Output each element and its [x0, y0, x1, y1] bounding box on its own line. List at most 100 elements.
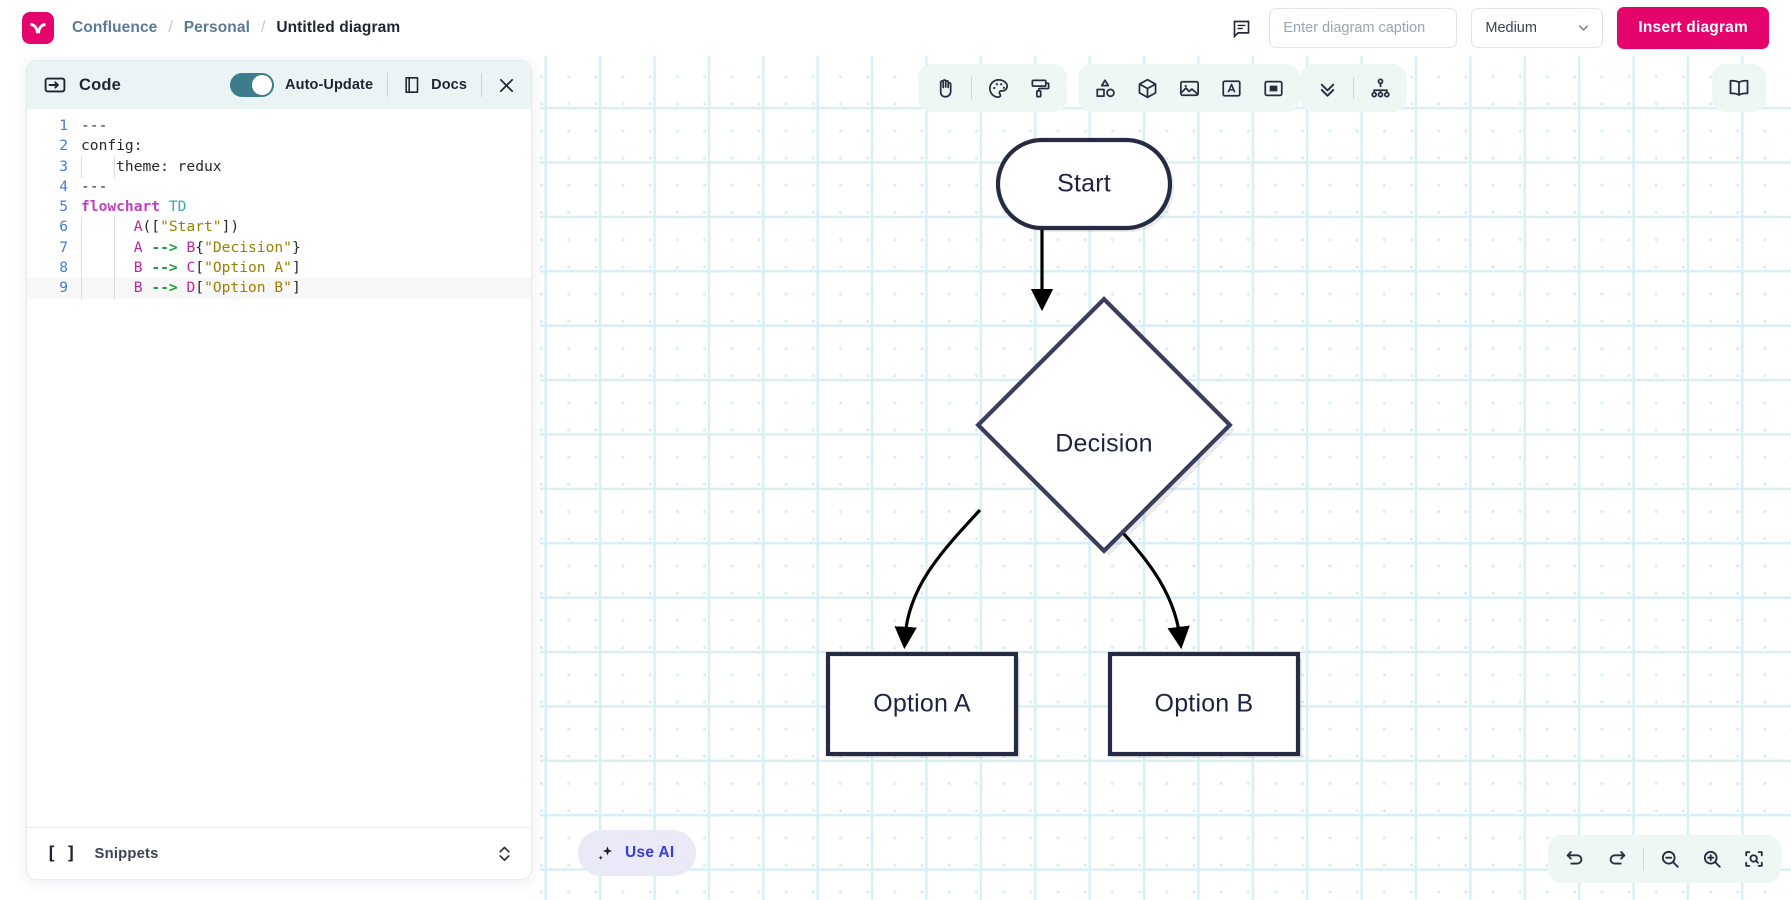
toolbar-divider — [1643, 848, 1644, 870]
zoom-in-icon[interactable] — [1691, 838, 1733, 880]
code-token: { — [195, 238, 205, 256]
breadcrumb-item-current: Untitled diagram — [276, 19, 401, 36]
line-number: 7 — [59, 238, 68, 256]
diagram-size-select[interactable]: Medium — [1471, 8, 1604, 48]
code-token: flowchart — [81, 198, 161, 216]
node-start[interactable] — [995, 137, 1173, 231]
divider — [387, 73, 389, 97]
node-option-b[interactable] — [1107, 651, 1301, 757]
code-token: A — [133, 238, 143, 256]
code-line-text: theme: redux — [81, 155, 531, 178]
code-token: --- — [81, 117, 108, 134]
code-token: TD — [168, 198, 187, 216]
indent-guide — [81, 236, 82, 260]
paint-roller-icon[interactable] — [1019, 67, 1061, 109]
hierarchy-icon[interactable] — [1359, 67, 1401, 109]
code-line-text: B --> C["Option A"] — [81, 257, 531, 280]
toolbar-divider — [1353, 77, 1354, 99]
docs-button[interactable]: Docs — [402, 75, 467, 95]
chevron-up-down-icon[interactable] — [496, 843, 513, 864]
code-token: [ — [195, 259, 205, 277]
image-icon[interactable] — [1168, 67, 1210, 109]
indent-guide — [114, 216, 115, 239]
fit-to-screen-icon[interactable] — [1733, 838, 1775, 880]
code-token — [81, 259, 134, 276]
code-line[interactable]: 4--- — [27, 177, 531, 197]
canvas-toolbar-group-layout — [1300, 64, 1407, 112]
toolbar-divider — [971, 77, 972, 99]
line-number: 8 — [59, 259, 68, 277]
text-box-icon[interactable] — [1210, 67, 1252, 109]
code-token: A — [133, 218, 143, 236]
line-number: 6 — [59, 218, 68, 236]
snippets-bar[interactable]: [ ] Snippets — [27, 827, 531, 879]
breadcrumb-item-personal[interactable]: Personal — [183, 19, 250, 36]
code-token — [143, 259, 152, 276]
code-token — [143, 239, 152, 256]
shapes-icon[interactable] — [1084, 67, 1126, 109]
breadcrumb: Confluence / Personal / Untitled diagram — [72, 19, 400, 37]
code-token: "Option B" — [204, 279, 292, 297]
code-token: theme: redux — [81, 157, 222, 175]
code-line-text: B --> D["Option B"] — [81, 277, 531, 300]
breadcrumb-separator: / — [168, 19, 173, 36]
palette-icon[interactable] — [977, 67, 1019, 109]
close-icon[interactable] — [496, 75, 517, 96]
zoom-out-icon[interactable] — [1649, 838, 1691, 880]
undo-icon[interactable] — [1554, 838, 1596, 880]
auto-update-toggle[interactable] — [230, 73, 275, 97]
cube-icon[interactable] — [1126, 67, 1168, 109]
breadcrumb-separator: / — [261, 19, 266, 36]
use-ai-button[interactable]: Use AI — [578, 830, 697, 876]
code-token — [81, 239, 134, 256]
breadcrumb-item-confluence[interactable]: Confluence — [72, 19, 158, 36]
zoom-controls — [1548, 835, 1781, 883]
code-line[interactable]: 6 A(["Start"]) — [27, 216, 531, 239]
indent-guide — [114, 257, 115, 280]
top-bar: Confluence / Personal / Untitled diagram… — [0, 0, 1791, 56]
code-token — [143, 279, 152, 296]
hand-pan-icon[interactable] — [924, 67, 966, 109]
code-line[interactable]: 8 B --> C["Option A"] — [27, 257, 531, 280]
line-number: 9 — [59, 279, 68, 297]
chevron-double-down-icon[interactable] — [1306, 67, 1348, 109]
diagram-caption-input[interactable] — [1269, 8, 1458, 48]
edge-b-to-c — [894, 508, 982, 650]
code-token: ]) — [221, 218, 240, 236]
code-line-text: --- — [81, 116, 531, 136]
code-line[interactable]: 9 B --> D["Option B"] — [27, 277, 531, 300]
node-option-b-label: Option B — [1154, 689, 1254, 718]
insert-diagram-button[interactable]: Insert diagram — [1617, 7, 1769, 49]
node-start-label: Start — [1057, 169, 1111, 198]
flowchart-svg — [825, 137, 1302, 758]
node-option-a[interactable] — [825, 651, 1019, 757]
canvas-toolbar-group-view — [918, 64, 1067, 112]
code-token: C — [186, 259, 196, 277]
docs-label: Docs — [431, 77, 467, 93]
book-open-icon[interactable] — [1718, 67, 1760, 109]
use-ai-label: Use AI — [625, 844, 675, 861]
caption-icon[interactable] — [1227, 14, 1255, 42]
redo-icon[interactable] — [1596, 838, 1638, 880]
code-line[interactable]: 1--- — [27, 116, 531, 136]
auto-update-label: Auto-Update — [285, 77, 374, 93]
sparkle-icon — [596, 844, 615, 863]
chevron-down-icon — [1576, 21, 1591, 36]
code-token: [ — [195, 279, 205, 297]
line-number: 2 — [59, 137, 68, 155]
mermaid-logo[interactable] — [22, 12, 54, 44]
diagram-canvas[interactable]: Start Decision Option A Option B — [540, 48, 1791, 900]
canvas-toolbar-group-docs — [1712, 64, 1766, 112]
node-option-a-label: Option A — [873, 689, 971, 718]
line-number: 3 — [59, 157, 68, 175]
code-token — [81, 279, 134, 296]
code-line[interactable]: 7 A --> B{"Decision"} — [27, 236, 531, 260]
frame-icon[interactable] — [1252, 67, 1294, 109]
node-decision[interactable] — [975, 296, 1233, 554]
code-token: --> — [151, 279, 178, 297]
code-line[interactable]: 3 theme: redux — [27, 155, 531, 178]
